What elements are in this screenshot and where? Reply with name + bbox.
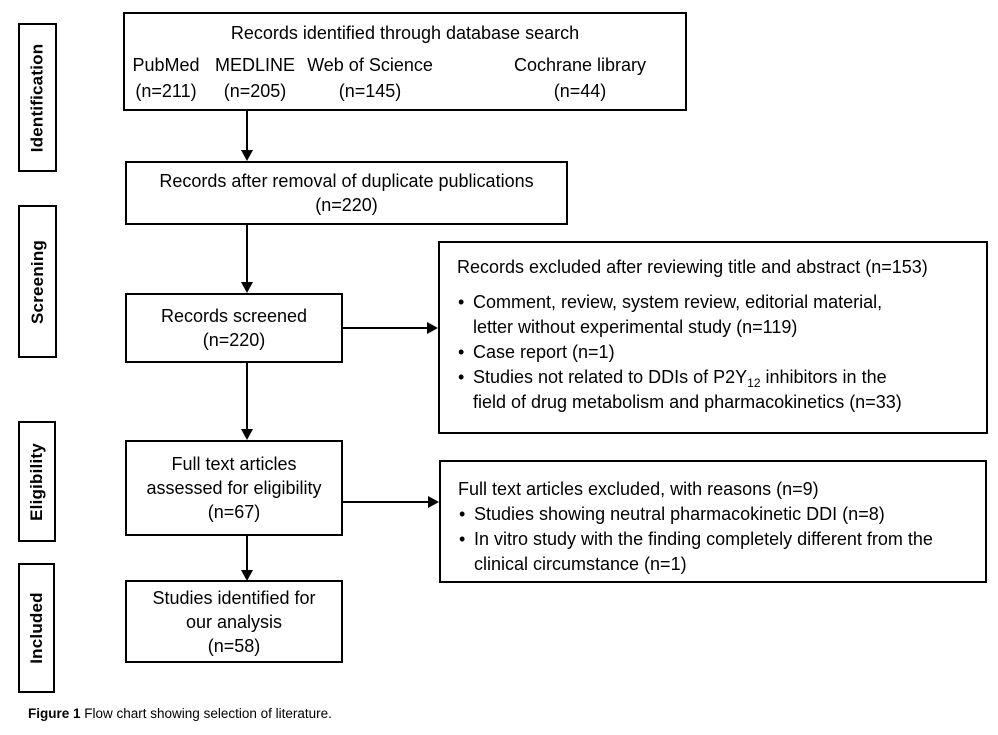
stage-screening: Screening bbox=[18, 205, 57, 358]
stage-identification-label: Identification bbox=[27, 43, 47, 152]
records-identified-title: Records identified through database sear… bbox=[230, 23, 580, 43]
excluded-screening-header: Records excluded after reviewing title a… bbox=[457, 257, 928, 277]
source-web-of-science-name: Web of Science bbox=[307, 55, 433, 75]
excluded-screening-reason-3: Studies not related to DDIs of P2Y12 inh… bbox=[457, 365, 923, 415]
figure-caption-text: Flow chart showing selection of literatu… bbox=[80, 706, 332, 721]
figure-caption-label: Figure 1 bbox=[28, 706, 81, 721]
source-cochrane-name: Cochrane library bbox=[513, 55, 647, 75]
box-fulltext-assessed: Full text articles assessed for eligibil… bbox=[125, 440, 343, 536]
source-web-of-science-count: (n=145) bbox=[338, 81, 402, 101]
arrow-fulltext-to-included-head bbox=[241, 570, 253, 581]
box-records-identified: Records identified through database sear… bbox=[123, 12, 687, 111]
box-duplicates-removed: Records after removal of duplicate publi… bbox=[125, 161, 568, 225]
source-web-of-science: Web of Science (n=145) bbox=[307, 52, 433, 104]
duplicates-removed-count: (n=220) bbox=[315, 195, 378, 215]
stage-eligibility-label: Eligibility bbox=[27, 442, 47, 521]
fulltext-assessed-line2: assessed for eligibility bbox=[146, 478, 322, 498]
source-pubmed: PubMed (n=211) bbox=[132, 52, 199, 104]
arrow-dedup-to-screened-line bbox=[246, 225, 248, 283]
reason-3-subscript: 12 bbox=[747, 376, 761, 390]
arrow-fulltext-to-included-line bbox=[246, 536, 248, 571]
stage-included-label: Included bbox=[26, 592, 46, 664]
box-excluded-eligibility: Full text articles excluded, with reason… bbox=[439, 460, 987, 583]
arrow-screened-to-excluded-head bbox=[427, 322, 438, 334]
reason-3-text-pre: Studies not related to DDIs of P2Y bbox=[473, 367, 748, 387]
fulltext-assessed-line1: Full text articles bbox=[171, 454, 297, 474]
arrow-screened-to-excluded-line bbox=[343, 327, 428, 329]
fulltext-assessed-count: (n=67) bbox=[207, 502, 261, 522]
excluded-screening-reason-2: Case report (n=1) bbox=[457, 340, 923, 365]
arrow-identified-to-dedup-line bbox=[246, 111, 248, 151]
stage-screening-label: Screening bbox=[27, 239, 47, 324]
arrow-screened-to-fulltext-line bbox=[246, 363, 248, 430]
reason-3-text-post: inhibitors in the field of drug metaboli… bbox=[473, 367, 902, 412]
studies-included-count: (n=58) bbox=[207, 635, 261, 656]
source-medline-count: (n=205) bbox=[223, 81, 287, 101]
source-medline-name: MEDLINE bbox=[214, 55, 296, 75]
records-screened-count: (n=220) bbox=[202, 330, 266, 350]
duplicates-removed-line1: Records after removal of duplicate publi… bbox=[159, 171, 534, 191]
box-studies-included: Studies identified for our analysis (n=5… bbox=[125, 580, 343, 663]
source-pubmed-count: (n=211) bbox=[135, 81, 197, 101]
stage-eligibility: Eligibility bbox=[18, 421, 56, 542]
box-excluded-screening: Records excluded after reviewing title a… bbox=[438, 241, 988, 434]
studies-included-line2: our analysis bbox=[185, 611, 283, 632]
arrow-screened-to-fulltext-head bbox=[241, 429, 253, 440]
excluded-eligibility-reasons: Studies showing neutral pharmacokinetic … bbox=[458, 502, 975, 577]
studies-included-line1: Studies identified for bbox=[152, 587, 316, 608]
source-medline: MEDLINE (n=205) bbox=[215, 52, 295, 104]
excluded-eligibility-header: Full text articles excluded, with reason… bbox=[458, 479, 819, 499]
source-pubmed-name: PubMed bbox=[132, 55, 200, 75]
stage-included: Included bbox=[18, 563, 55, 693]
arrow-fulltext-to-excluded-head bbox=[428, 496, 439, 508]
excluded-eligibility-reason-2: In vitro study with the finding complete… bbox=[458, 527, 952, 577]
stage-identification: Identification bbox=[18, 23, 57, 172]
arrow-dedup-to-screened-head bbox=[241, 282, 253, 293]
arrow-identified-to-dedup-head bbox=[241, 150, 253, 161]
box-records-screened: Records screened (n=220) bbox=[125, 293, 343, 363]
source-cochrane: Cochrane library (n=44) bbox=[514, 52, 646, 104]
arrow-fulltext-to-excluded-line bbox=[343, 501, 429, 503]
figure-caption: Figure 1 Flow chart showing selection of… bbox=[28, 705, 332, 722]
excluded-screening-reason-1: Comment, review, system review, editoria… bbox=[457, 290, 923, 340]
excluded-screening-reasons: Comment, review, system review, editoria… bbox=[457, 290, 976, 415]
records-screened-line1: Records screened bbox=[160, 306, 308, 326]
database-sources-row: PubMed (n=211) MEDLINE (n=205) Web of Sc… bbox=[125, 52, 685, 110]
excluded-eligibility-reason-1: Studies showing neutral pharmacokinetic … bbox=[458, 502, 952, 527]
source-cochrane-count: (n=44) bbox=[553, 81, 607, 101]
